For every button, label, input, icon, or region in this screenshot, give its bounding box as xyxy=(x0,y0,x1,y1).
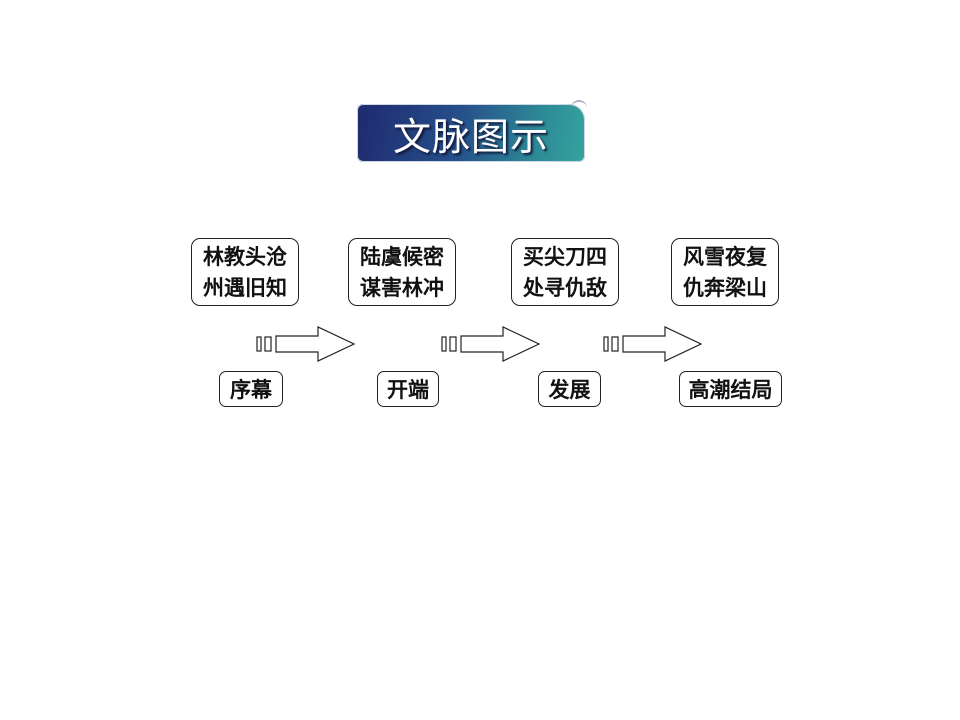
event-3-line-2: 处寻仇敌 xyxy=(523,275,607,300)
arrow-icon-2 xyxy=(441,326,541,362)
event-4-line-2: 仇奔梁山 xyxy=(683,275,767,300)
title-banner: 文脉图示 xyxy=(357,100,587,162)
event-1-line-1: 林教头沧 xyxy=(203,244,287,269)
stage-label-1: 序幕 xyxy=(230,377,272,402)
stage-label-4: 高潮结局 xyxy=(688,377,773,402)
event-box-4: 风雪夜复 仇奔梁山 xyxy=(671,238,779,306)
stage-label-2: 开端 xyxy=(387,377,429,402)
arrow-icon-1 xyxy=(256,326,356,362)
stage-box-3: 发展 xyxy=(538,371,601,407)
event-3-line-1: 买尖刀四 xyxy=(523,244,607,269)
event-box-1: 林教头沧 州遇旧知 xyxy=(191,238,299,306)
event-1-line-2: 州遇旧知 xyxy=(203,275,287,300)
event-2-line-1: 陆虞候密 xyxy=(360,244,444,269)
stage-box-4: 高潮结局 xyxy=(679,371,782,407)
event-4-line-1: 风雪夜复 xyxy=(683,244,767,269)
stage-box-1: 序幕 xyxy=(219,371,283,407)
stage-label-3: 发展 xyxy=(548,377,591,402)
event-box-2: 陆虞候密 谋害林冲 xyxy=(348,238,456,306)
banner-corner-decoration xyxy=(571,100,587,110)
page-title: 文脉图示 xyxy=(392,114,549,159)
stage-box-2: 开端 xyxy=(377,371,439,407)
event-box-3: 买尖刀四 处寻仇敌 xyxy=(511,238,619,306)
arrow-icon-3 xyxy=(603,326,703,362)
event-2-line-2: 谋害林冲 xyxy=(360,275,444,300)
